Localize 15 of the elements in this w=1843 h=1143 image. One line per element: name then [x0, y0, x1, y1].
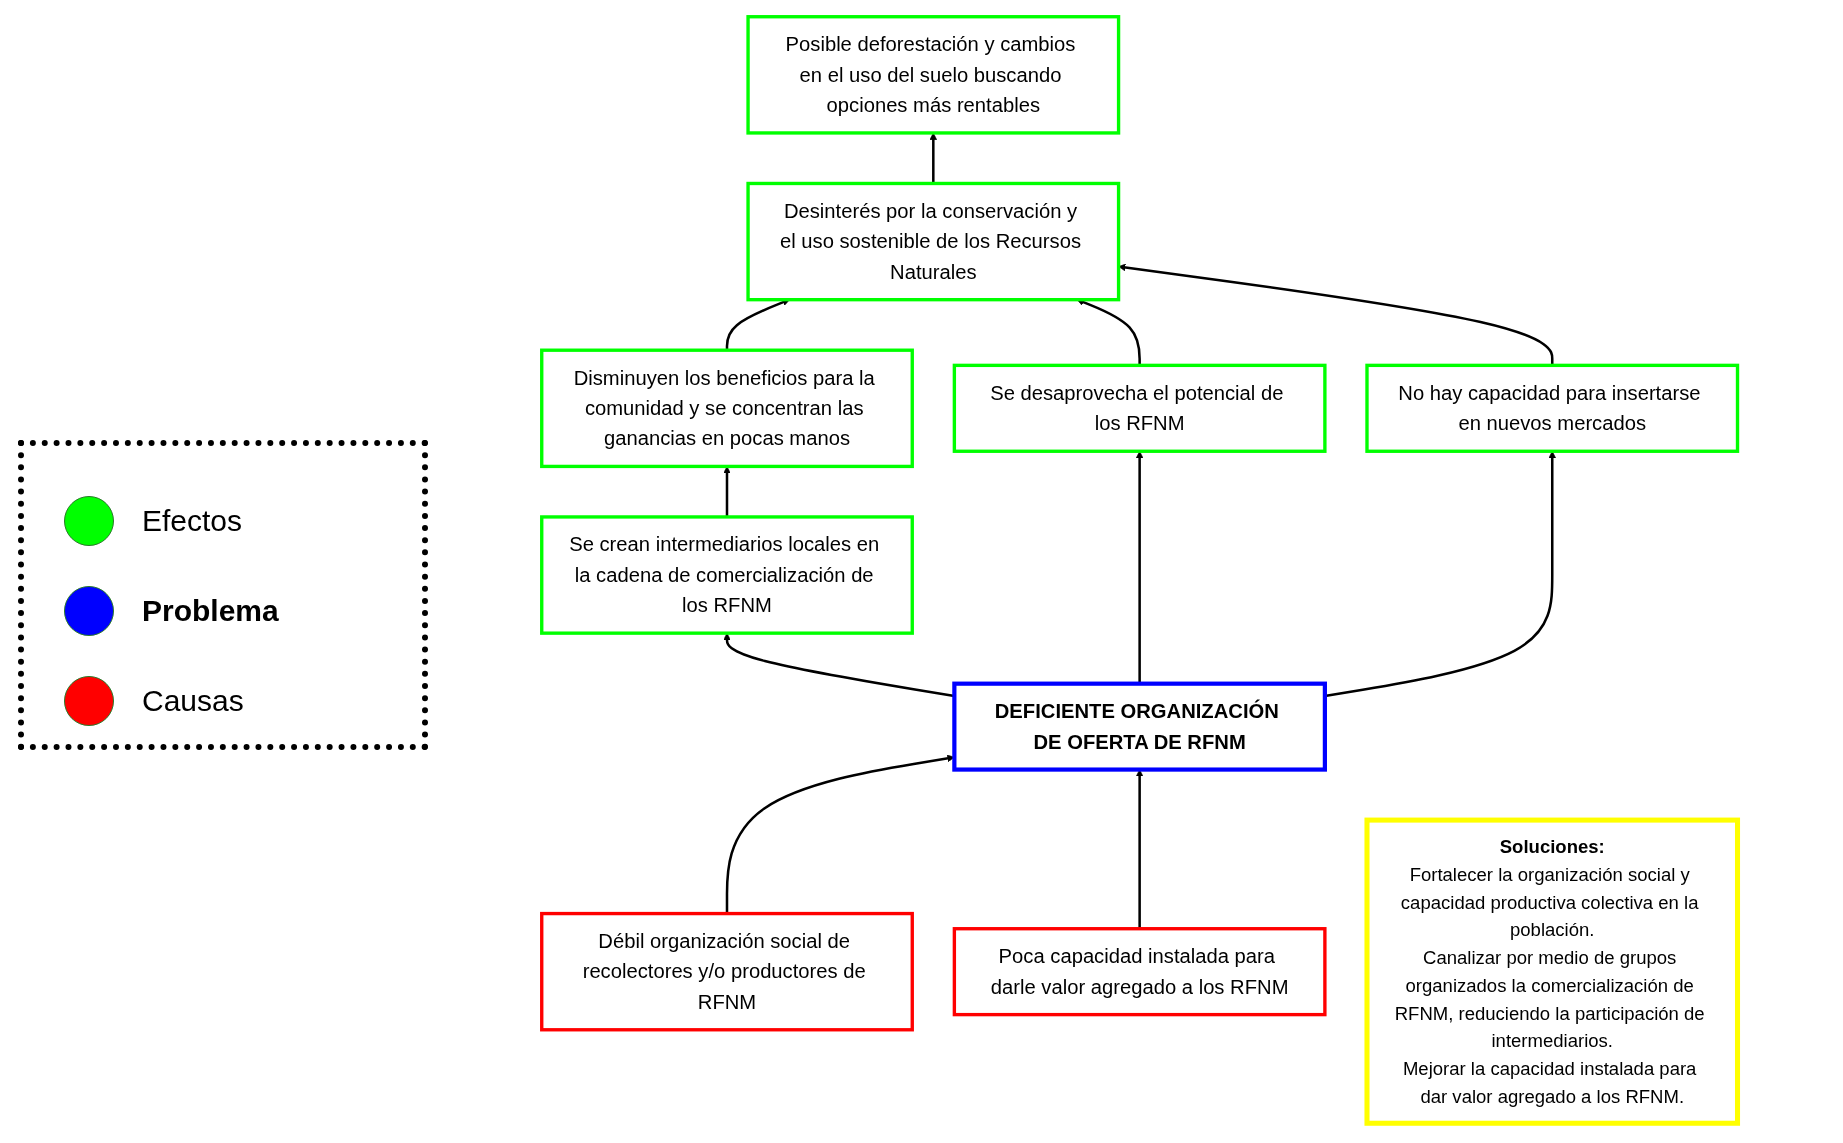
node-box: Poca capacidad instalada para darle valor agregado a los RFNM: [953, 927, 1327, 1017]
node-box: No hay capacidad para insertarse en nuevos mercados: [1365, 363, 1740, 453]
node-box: Disminuyen los beneficios para la comunidad y se concentran las ganancias en pocas manos: [540, 348, 915, 469]
node-box: Débil organización social de recolectores y/o productores de RFNM: [540, 911, 915, 1032]
arrow: [930, 132, 938, 184]
node-box: Desinterés por la conservación y el uso sostenible de los Recursos Naturales: [746, 181, 1121, 302]
legend-label: Problema: [142, 594, 279, 628]
legend-label: Efectos: [142, 504, 243, 538]
arrow: [723, 466, 732, 517]
node-box: Posible deforestación y cambios en el uso del suelo buscando opciones más rentables: [746, 15, 1121, 135]
node-box: Soluciones: Fortalecer la organización social y capacidad productiva colectiva en la población. Canalizar por medio de grupos organizados la comercialización de RFNM, reduciendo la participación de intermediarios. Mejorar la capacidad instalada para dar valor agregado a los RFNM.: [1364, 817, 1741, 1126]
legend-label: Causas: [142, 684, 244, 718]
node-box: Se crean intermediarios locales en la cadena de comercialización de los RFNM: [540, 515, 915, 635]
node-box: Se desaprovecha el potencial de los RFNM: [953, 363, 1327, 453]
node-box: DEFICIENTE ORGANIZACIÓN DE OFERTA DE RFNM: [952, 681, 1328, 772]
